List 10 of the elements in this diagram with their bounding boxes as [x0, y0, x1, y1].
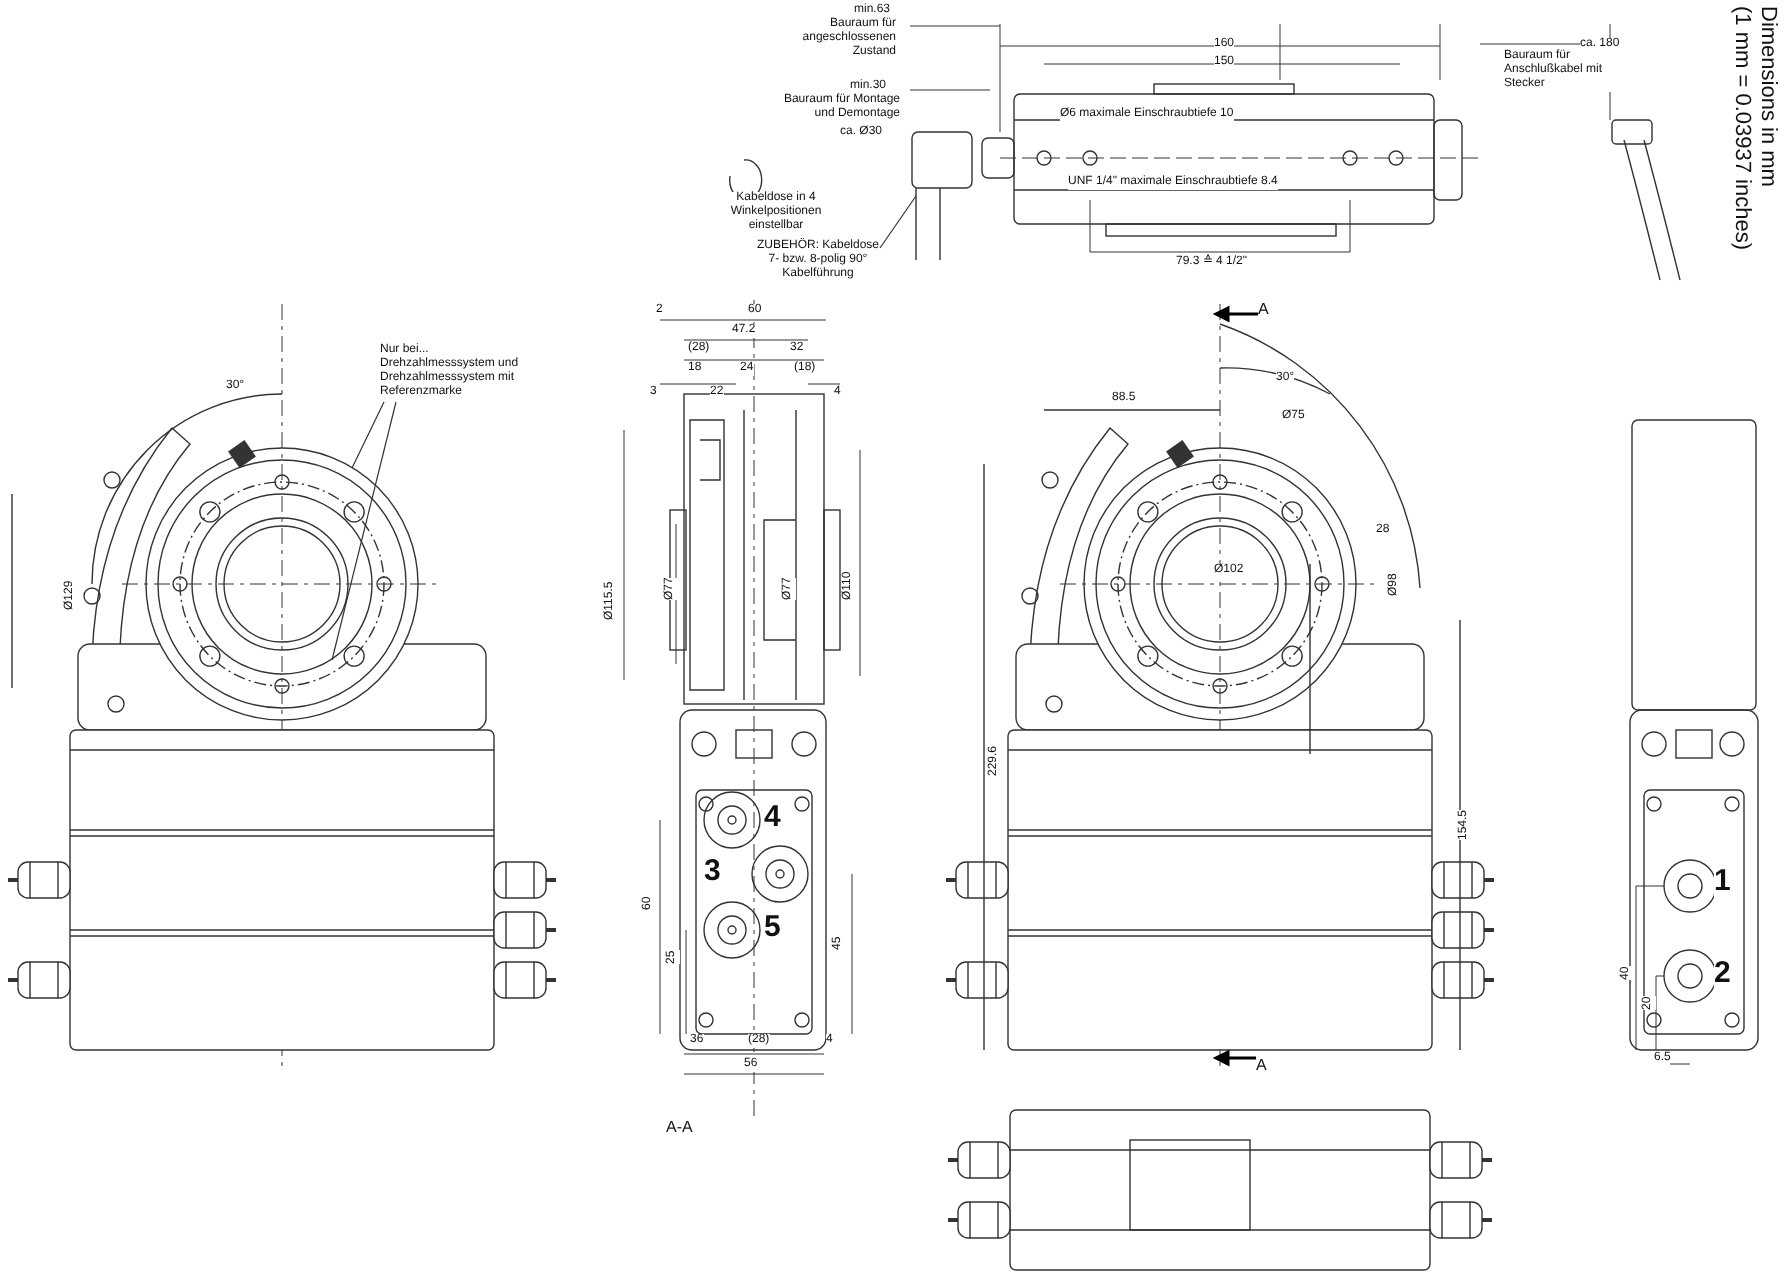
leader-line — [879, 195, 917, 249]
leader-line — [331, 401, 397, 661]
dimension-label: A — [1256, 1056, 1267, 1074]
units-note: Dimensions in mm — [1756, 6, 1780, 187]
dimension-label: A — [1258, 300, 1269, 318]
connector-number: 2 — [1714, 958, 1731, 990]
units-note: (1 mm = 0.03937 inches) — [1730, 6, 1754, 250]
leader-line — [351, 401, 385, 469]
dimension-label: A-A — [666, 1118, 693, 1136]
connector-number: 1 — [1714, 866, 1731, 898]
